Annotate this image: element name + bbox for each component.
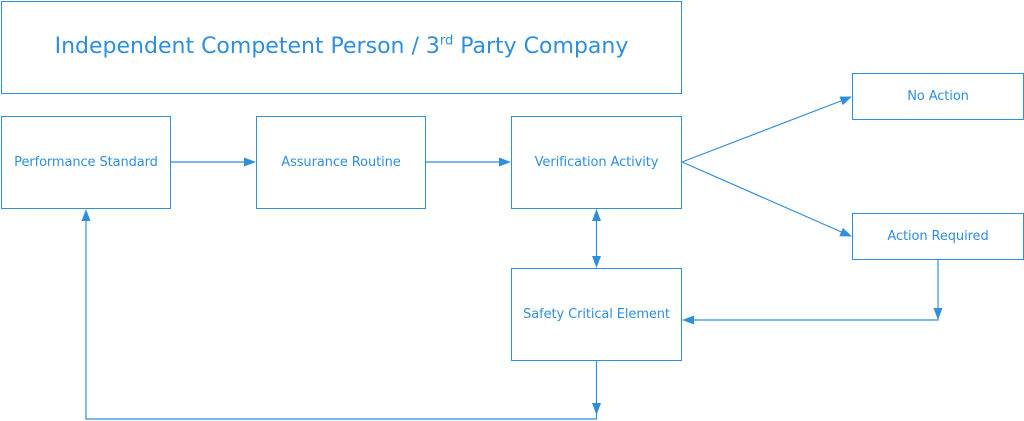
arrowhead-action-required [839, 227, 852, 237]
node-action-required-label: Action Required [887, 228, 989, 244]
arrowhead-action-required-down [933, 308, 943, 320]
arrowhead-no-action [839, 96, 852, 106]
title-suffix: Party Company [453, 34, 629, 60]
node-safety-critical-element-label: Safety Critical Element [523, 306, 670, 322]
arrow-action-required-to-safety [688, 260, 939, 321]
arrow-safety-to-performance-loop [85, 215, 598, 420]
node-assurance-routine-label: Assurance Routine [281, 154, 401, 170]
arrowhead-down-safety [592, 256, 601, 268]
arrowhead-assurance [244, 157, 256, 167]
title-box: Independent Competent Person / 3rd Party… [1, 1, 682, 94]
node-action-required: Action Required [852, 213, 1024, 260]
arrowhead-up-verification [592, 209, 601, 221]
arrow-verification-to-no-action [681, 98, 847, 163]
arrow-verification-to-action-required [681, 161, 847, 235]
arrowhead-performance-up [81, 209, 91, 221]
node-assurance-routine: Assurance Routine [256, 116, 426, 209]
arrowhead-safety-left [682, 315, 694, 325]
node-performance-standard-label: Performance Standard [14, 154, 158, 170]
title-superscript: rd [439, 33, 454, 49]
node-verification-activity-label: Verification Activity [534, 154, 659, 170]
node-safety-critical-element: Safety Critical Element [511, 268, 682, 361]
node-no-action-label: No Action [907, 88, 969, 104]
node-performance-standard: Performance Standard [1, 116, 171, 209]
node-verification-activity: Verification Activity [511, 116, 682, 209]
arrowhead-loop-down [592, 403, 601, 415]
node-no-action: No Action [852, 73, 1024, 120]
diagram-title: Independent Competent Person / 3rd Party… [55, 34, 629, 60]
title-prefix: Independent Competent Person / 3 [54, 34, 440, 60]
arrowhead-verification [499, 157, 511, 167]
